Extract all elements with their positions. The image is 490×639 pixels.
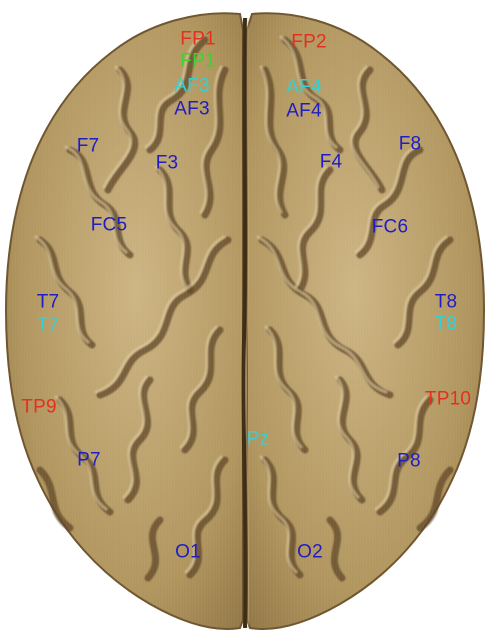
electrode-label-t7-cyan: T7: [37, 316, 60, 335]
electrode-label-f4: F4: [320, 153, 343, 172]
electrode-label-o1: O1: [175, 543, 201, 562]
electrode-label-tp10: TP10: [425, 390, 471, 409]
electrode-label-af4-blue: AF4: [286, 102, 321, 121]
electrode-label-fp1-red: FP1: [180, 30, 215, 49]
scan-texture: [6, 13, 484, 629]
electrode-label-fc6: FC6: [372, 218, 409, 237]
electrode-label-fc5: FC5: [91, 216, 128, 235]
electrode-label-f3: F3: [156, 154, 179, 173]
electrode-label-fp1-green: FP1: [180, 52, 215, 71]
electrode-label-f8: F8: [399, 135, 422, 154]
electrode-label-t8-blue: T8: [435, 293, 458, 312]
electrode-label-tp9: TP9: [21, 398, 56, 417]
electrode-label-o2: O2: [297, 543, 323, 562]
electrode-label-af3-cyan: AF3: [174, 77, 209, 96]
electrode-label-t8-cyan: T8: [435, 315, 458, 334]
electrode-label-af4-cyan: AF4: [286, 78, 321, 97]
electrode-label-af3-blue: AF3: [174, 100, 209, 119]
electrode-label-f7: F7: [77, 137, 100, 156]
electrode-label-p7: P7: [77, 451, 101, 470]
electrode-label-pz: Pz: [247, 430, 270, 449]
electrode-label-fp2-red: FP2: [291, 33, 326, 52]
electrode-label-p8: P8: [397, 452, 421, 471]
electrode-label-t7-blue: T7: [37, 293, 60, 312]
